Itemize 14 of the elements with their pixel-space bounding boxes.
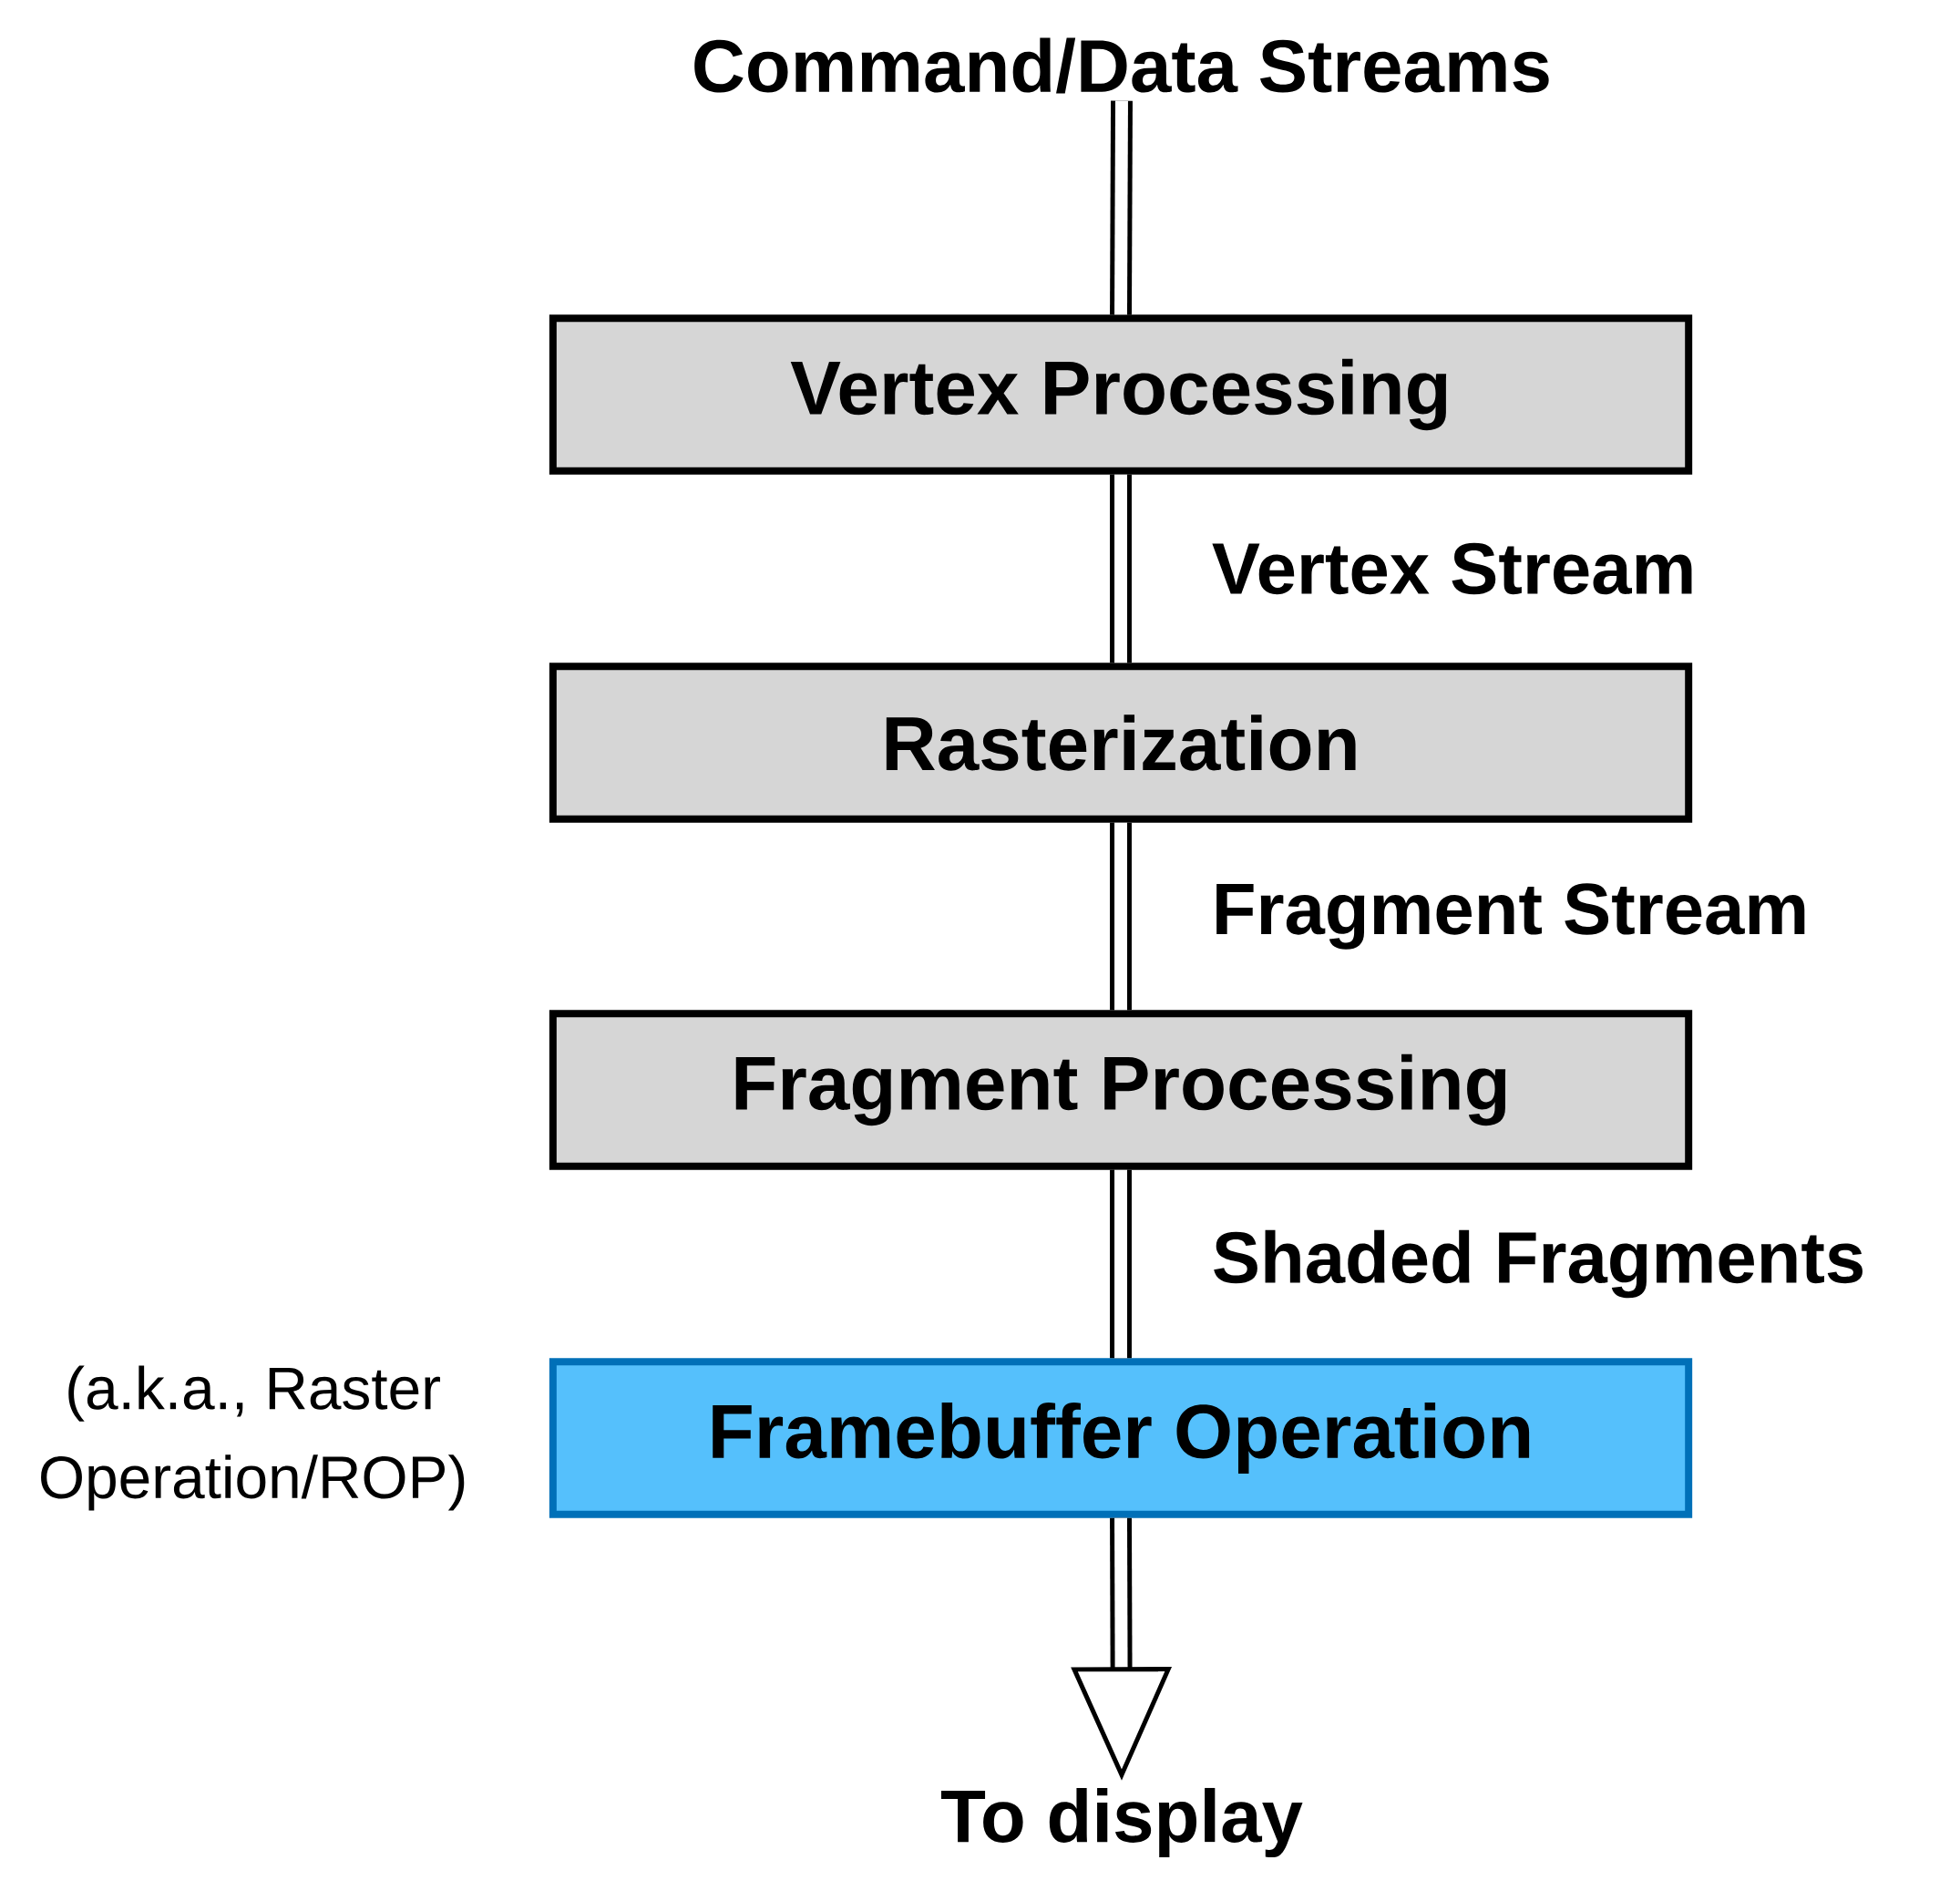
- connector: [1110, 1169, 1132, 1359]
- side-note: (a.k.a., Raster Operation/ROP): [41, 1365, 465, 1511]
- connector: [1110, 822, 1132, 1011]
- edge-label: Shaded Fragments: [1214, 1229, 1863, 1299]
- process-box: Vertex Processing: [549, 314, 1693, 475]
- output-label: To display: [940, 1787, 1303, 1858]
- connector: [1110, 100, 1133, 315]
- process-box: Rasterization: [549, 663, 1693, 823]
- edge-label: Fragment Stream: [1216, 883, 1805, 950]
- connector: [1110, 474, 1132, 663]
- process-box: Fragment Processing: [549, 1010, 1693, 1170]
- edge-label: Vertex Stream: [1212, 542, 1692, 595]
- highlighted-process-box: Framebuffer Operation: [549, 1358, 1693, 1518]
- heading-text: Command/Data Streams: [694, 37, 1549, 94]
